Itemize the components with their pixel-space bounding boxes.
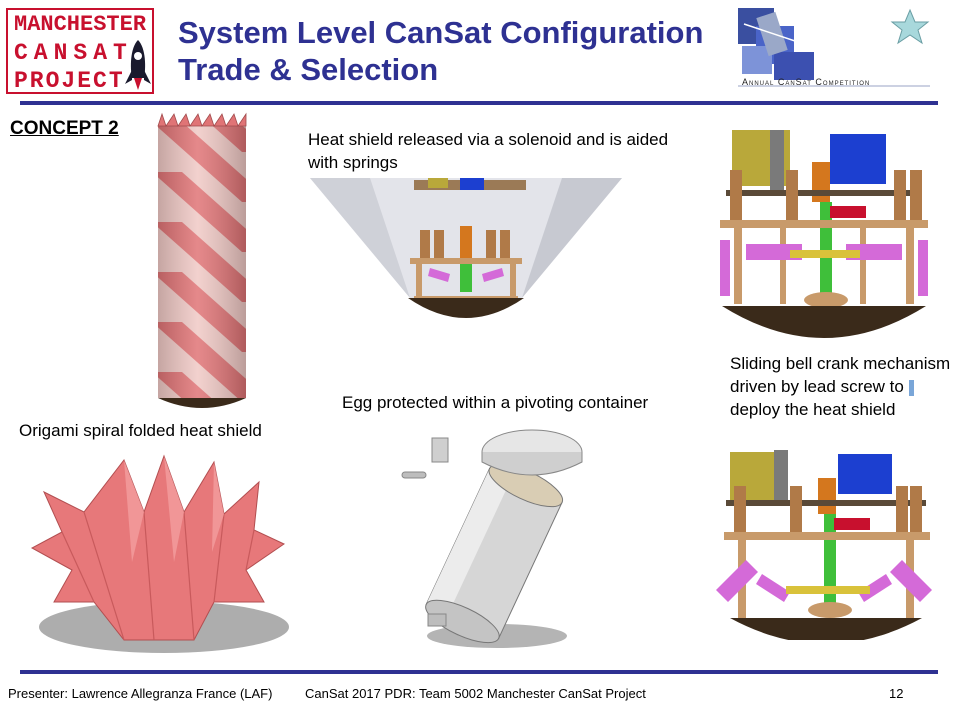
logo-line-1: MANCHESTER [14,12,147,37]
logo-line-3: PROJECT [14,68,125,94]
sliding-bell-crank-caption: Sliding bell crank mechanism driven by l… [730,352,955,421]
manchester-cansat-logo: MANCHESTER CANSAT PROJECT [6,8,154,94]
egg-caption: Egg protected within a pivoting containe… [342,393,649,412]
header-divider [20,101,938,105]
origami-caption: Origami spiral folded heat shield [19,421,262,440]
spiral-heat-shield-cylinder-image [157,112,247,408]
annual-cansat-competition-logo: Annual CanSat Competition [734,6,934,96]
concept-label: CONCEPT 2 [10,118,119,139]
title-line-1: System Level CanSat Configuration [178,15,704,50]
text-cursor-icon [908,379,914,396]
footer-project: CanSat 2017 PDR: Team 5002 Manchester Ca… [305,686,646,701]
rocket-icon [125,40,151,90]
sliding-bell-crank-caption-start: Sliding bell crank mechanism driven by l… [730,354,951,396]
sliding-bell-crank-caption-end: deploy the heat shield [730,400,896,419]
solenoid-heat-shield-mechanism-image [310,178,622,318]
competition-emblem-icon [738,8,930,87]
page-title: System Level CanSat Configuration Trade … [178,14,738,88]
origami-heat-shield-image [30,454,289,653]
page-number: 12 [889,686,904,701]
competition-logo-text: Annual CanSat Competition [742,77,871,87]
lead-screw-mechanism-stowed-image [720,130,928,338]
pivoting-egg-container-image [401,429,583,648]
title-line-2: Trade & Selection [178,52,439,87]
heat-shield-release-caption: Heat shield released via a solenoid and … [308,130,669,172]
lead-screw-mechanism-deployed-image [716,450,932,640]
logo-line-2: CANSAT [14,40,133,66]
footer-divider [20,670,938,674]
footer-presenter: Presenter: Lawrence Allegranza France (L… [8,686,273,701]
